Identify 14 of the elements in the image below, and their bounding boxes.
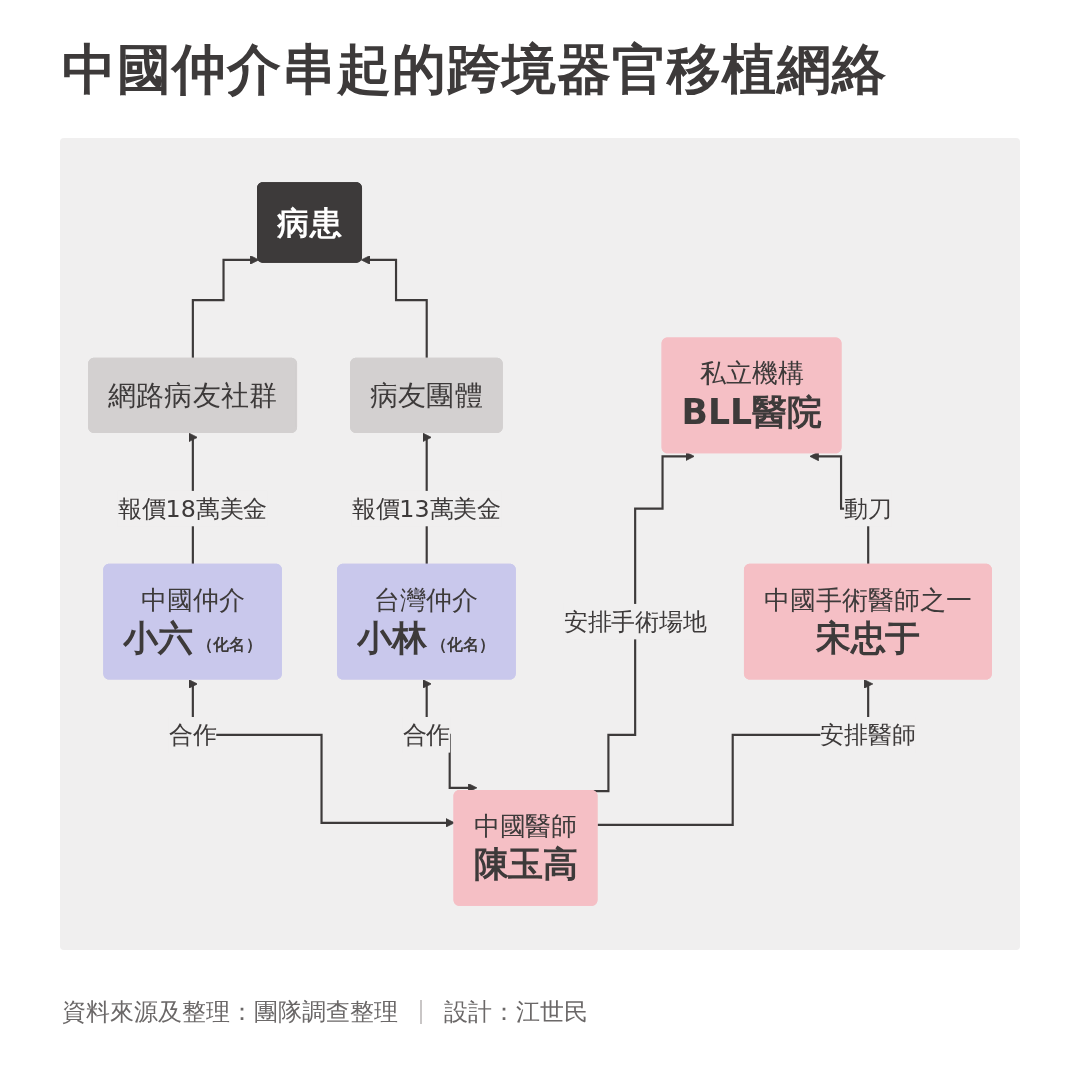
edge-label: 合作 <box>402 721 451 749</box>
edge-label: 報價18萬美金 <box>117 495 268 523</box>
source-note: 資料來源及整理：團隊調查整理 <box>62 997 398 1028</box>
arrow <box>188 679 455 828</box>
edge-label: 動刀 <box>844 495 892 523</box>
edge-label: 合作 <box>168 721 217 749</box>
title: 中國仲介串起的跨境器官移植網絡 <box>62 37 887 103</box>
arrow <box>191 255 260 360</box>
credit-note: 設計：江世民 <box>444 997 588 1028</box>
diagram-panel: 報價18萬美金 報價13萬美金 合作 合作 安排醫師 安排手術場地 動刀 病患 網路病友社群 病友團體 中國仲介 小六（化名） 台灣仲介 小林（化名） 中國醫師 陳玉高 中國手術醫師之一 宋忠于 私立機構 BLL醫院 <box>60 138 1020 950</box>
edge-label: 安排醫師 <box>820 721 916 749</box>
edge-label: 安排手術場地 <box>563 608 707 636</box>
edge-label: 報價13萬美金 <box>351 495 502 523</box>
arrow <box>360 255 429 360</box>
